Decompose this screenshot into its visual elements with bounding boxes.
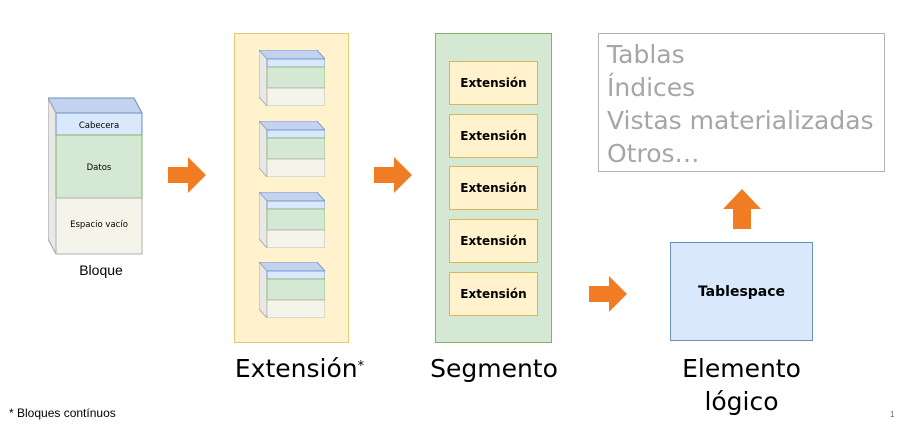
arrow-right-icon (168, 157, 206, 193)
object-item-tables: Tablas (607, 40, 685, 69)
segment-extension-item: Extensión (449, 219, 538, 263)
logical-label-line2: lógico (704, 387, 779, 416)
logical-label-line1: Elemento (682, 354, 801, 383)
block-icon (259, 192, 325, 248)
object-item-others: Otros… (607, 139, 700, 168)
arrow-right-icon (374, 157, 412, 193)
tablespace-box: Tablespace (670, 242, 813, 341)
block-icon (259, 50, 325, 106)
block-empty-section (55, 197, 143, 255)
logical-element-label: Elemento lógico (660, 352, 823, 418)
block-top-face (48, 97, 143, 114)
block-header-label: Cabecera (79, 121, 119, 131)
extension-panel (234, 33, 349, 343)
page-number: 1 (890, 410, 895, 419)
block-caption: Bloque (79, 262, 123, 278)
segment-panel: Extensión Extensión Extensión Extensión … (435, 33, 552, 343)
block-diagram: Cabecera Datos Espacio vacío (48, 97, 143, 255)
block-empty-label: Espacio vacío (70, 220, 128, 230)
object-item-materialized-views: Vistas materializadas (607, 106, 874, 135)
segment-extension-item: Extensión (449, 114, 538, 158)
footnote: * Bloques contínuos (9, 406, 116, 420)
segment-extension-item: Extensión (449, 61, 538, 105)
segment-extension-item: Extensión (449, 166, 538, 210)
object-item-indexes: Índices (607, 73, 696, 102)
arrow-up-icon (723, 189, 761, 229)
logical-objects-list: Tablas Índices Vistas materializadas Otr… (598, 33, 885, 172)
block-icon (259, 262, 325, 318)
extension-label: Extensión* (234, 354, 365, 383)
block-side-face (48, 97, 57, 255)
arrow-right-icon (589, 276, 627, 312)
segment-label: Segmento (430, 354, 558, 383)
block-data-label: Datos (87, 163, 112, 173)
segment-extension-item: Extensión (449, 272, 538, 316)
block-icon (259, 121, 325, 177)
extension-footnote-marker: * (357, 359, 365, 374)
block-data-section (55, 134, 143, 199)
